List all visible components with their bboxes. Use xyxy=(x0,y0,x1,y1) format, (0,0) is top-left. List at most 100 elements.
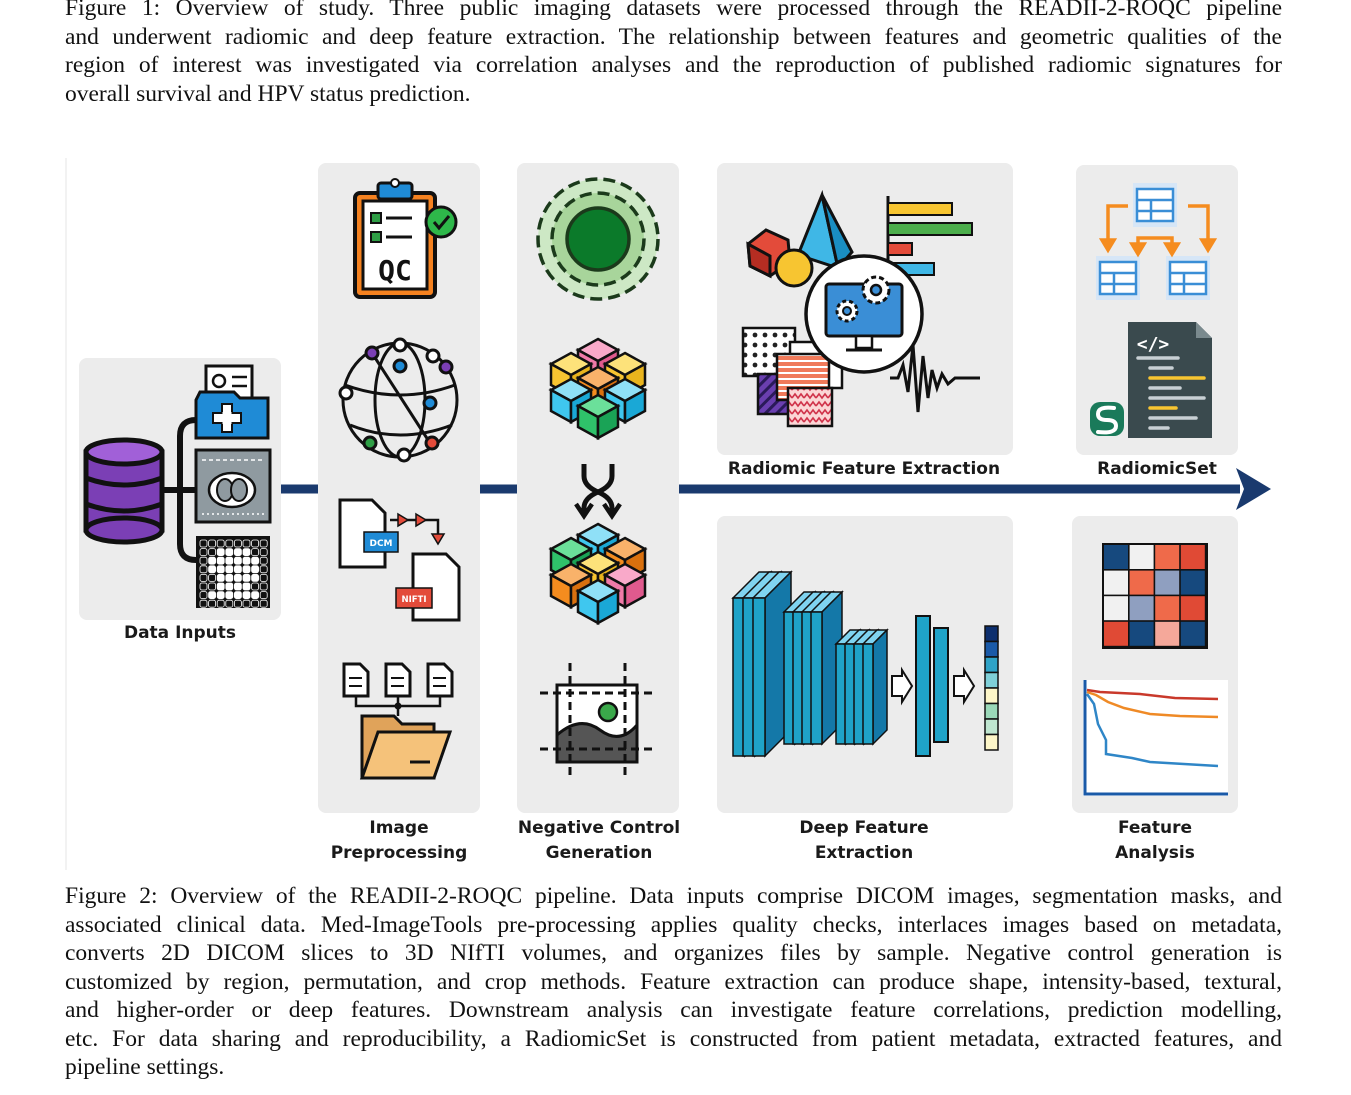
mask-cell xyxy=(216,556,225,565)
feature-vector-cell xyxy=(984,656,999,674)
pipeline-arrow xyxy=(281,468,1271,510)
mask-cell xyxy=(208,591,217,599)
mask-cell xyxy=(199,591,208,599)
cube-face xyxy=(596,403,620,441)
mask-cell xyxy=(233,582,242,591)
mask-cell xyxy=(251,582,260,591)
heatmap-cell xyxy=(1104,570,1128,595)
mask-cell xyxy=(242,599,251,608)
mask-cell xyxy=(233,565,242,574)
mask-cell xyxy=(251,591,260,599)
mask-cell xyxy=(199,574,208,582)
label-negative-control: Generation xyxy=(546,843,653,863)
code-file-icon: </> xyxy=(1090,322,1212,438)
mask-cell xyxy=(225,582,234,591)
label-deep-feature-extraction: Extraction xyxy=(815,843,913,863)
heatmap-cell xyxy=(1155,596,1180,621)
label-feature-analysis: Feature xyxy=(1118,818,1192,838)
qc-clipboard-icon: QC xyxy=(353,178,458,299)
shape-features-icon xyxy=(746,189,854,288)
cnn-slab-front xyxy=(810,611,823,745)
mask-cell xyxy=(216,548,225,556)
mask-cell xyxy=(216,599,225,608)
texture-patches-icon xyxy=(741,326,844,428)
caption-line: Figure 2: Overview of the READII-2-ROQC … xyxy=(65,883,1282,909)
mask-cell xyxy=(251,565,260,574)
negative-control-panel xyxy=(517,163,679,813)
heatmap-cell xyxy=(1104,545,1128,569)
dicom-to-nifti-icon: DCM NIFTI xyxy=(338,498,461,622)
mask-cell xyxy=(199,599,208,608)
mask-cell xyxy=(251,539,260,548)
feature-vector-cell xyxy=(984,718,999,736)
mask-cell xyxy=(259,565,268,574)
label-feature-analysis: Analysis xyxy=(1115,843,1195,863)
region-target-icon xyxy=(536,177,660,301)
mask-cell xyxy=(199,539,208,548)
image-preprocessing-panel xyxy=(318,163,480,813)
label-data-inputs: Data Inputs xyxy=(124,623,236,643)
label-negative-control: Negative Control xyxy=(518,818,680,838)
feature-vector-cell xyxy=(984,640,999,658)
clinical-folder-icon xyxy=(194,364,270,440)
mask-cell xyxy=(225,574,234,582)
heatmap-cell xyxy=(1180,570,1205,595)
table-frame xyxy=(1168,260,1208,296)
mask-cell xyxy=(199,582,208,591)
computer-gears-icon xyxy=(804,254,924,374)
caption-line: overall survival and HPV status predicti… xyxy=(65,80,471,107)
mask-cell xyxy=(216,565,225,574)
table-frame xyxy=(1098,260,1138,296)
caption-line: etc. For data sharing and reproducibilit… xyxy=(65,1025,1282,1052)
mask-cell xyxy=(199,556,208,565)
mask-cell xyxy=(208,565,217,574)
mask-cell xyxy=(225,565,234,574)
caption-line: customized by region, permutation, and c… xyxy=(65,968,1282,995)
label-radiomic-feature-extraction: Radiomic Feature Extraction xyxy=(728,459,1000,479)
cnn-slab-front xyxy=(752,597,766,757)
mask-cell xyxy=(233,574,242,582)
heatmap-cell xyxy=(1129,621,1154,646)
mask-cell xyxy=(216,539,225,548)
mask-cell xyxy=(208,582,217,591)
feature-vector-cell xyxy=(984,733,999,751)
mask-cell xyxy=(208,574,217,582)
mask-cell xyxy=(233,599,242,608)
heatmap-cell xyxy=(1180,621,1205,646)
mask-cell xyxy=(225,599,234,608)
heatmap-cell xyxy=(1180,596,1205,621)
crop-image-icon xyxy=(540,663,657,778)
mask-cell xyxy=(242,582,251,591)
heatmap-cell xyxy=(1155,621,1180,646)
mask-cell xyxy=(251,548,260,556)
mask-cell xyxy=(259,574,268,582)
radiomicset-arrows xyxy=(1098,204,1218,258)
caption-line: Figure 1: Overview of study. Three publi… xyxy=(65,0,1282,21)
segmentation-mask-icon xyxy=(196,536,270,608)
correlation-heatmap-icon xyxy=(1102,543,1208,649)
mask-cell xyxy=(259,539,268,548)
table-frame xyxy=(1135,187,1175,223)
mask-cell xyxy=(233,548,242,556)
mask-cell xyxy=(259,548,268,556)
mask-cell xyxy=(216,591,225,599)
feature-vector-cell xyxy=(984,687,999,705)
survival-curve-icon xyxy=(1083,680,1228,796)
mask-cell xyxy=(259,591,268,599)
qc-text: QC xyxy=(378,254,412,287)
mask-cell xyxy=(242,565,251,574)
mask-cell xyxy=(225,539,234,548)
mask-cell xyxy=(208,539,217,548)
label-radiomicset: RadiomicSet xyxy=(1097,459,1217,479)
mask-cell xyxy=(259,582,268,591)
mask-cell xyxy=(199,548,208,556)
mask-cell xyxy=(242,539,251,548)
label-image-preprocessing: Image xyxy=(369,818,428,838)
label-deep-feature-extraction: Deep Feature xyxy=(799,818,928,838)
radiomicset-tables-icon xyxy=(1096,183,1210,300)
connector-lines xyxy=(162,417,197,563)
cnn-slab-side xyxy=(872,628,888,746)
cube-face xyxy=(596,588,620,626)
ct-scan-icon xyxy=(194,448,272,524)
